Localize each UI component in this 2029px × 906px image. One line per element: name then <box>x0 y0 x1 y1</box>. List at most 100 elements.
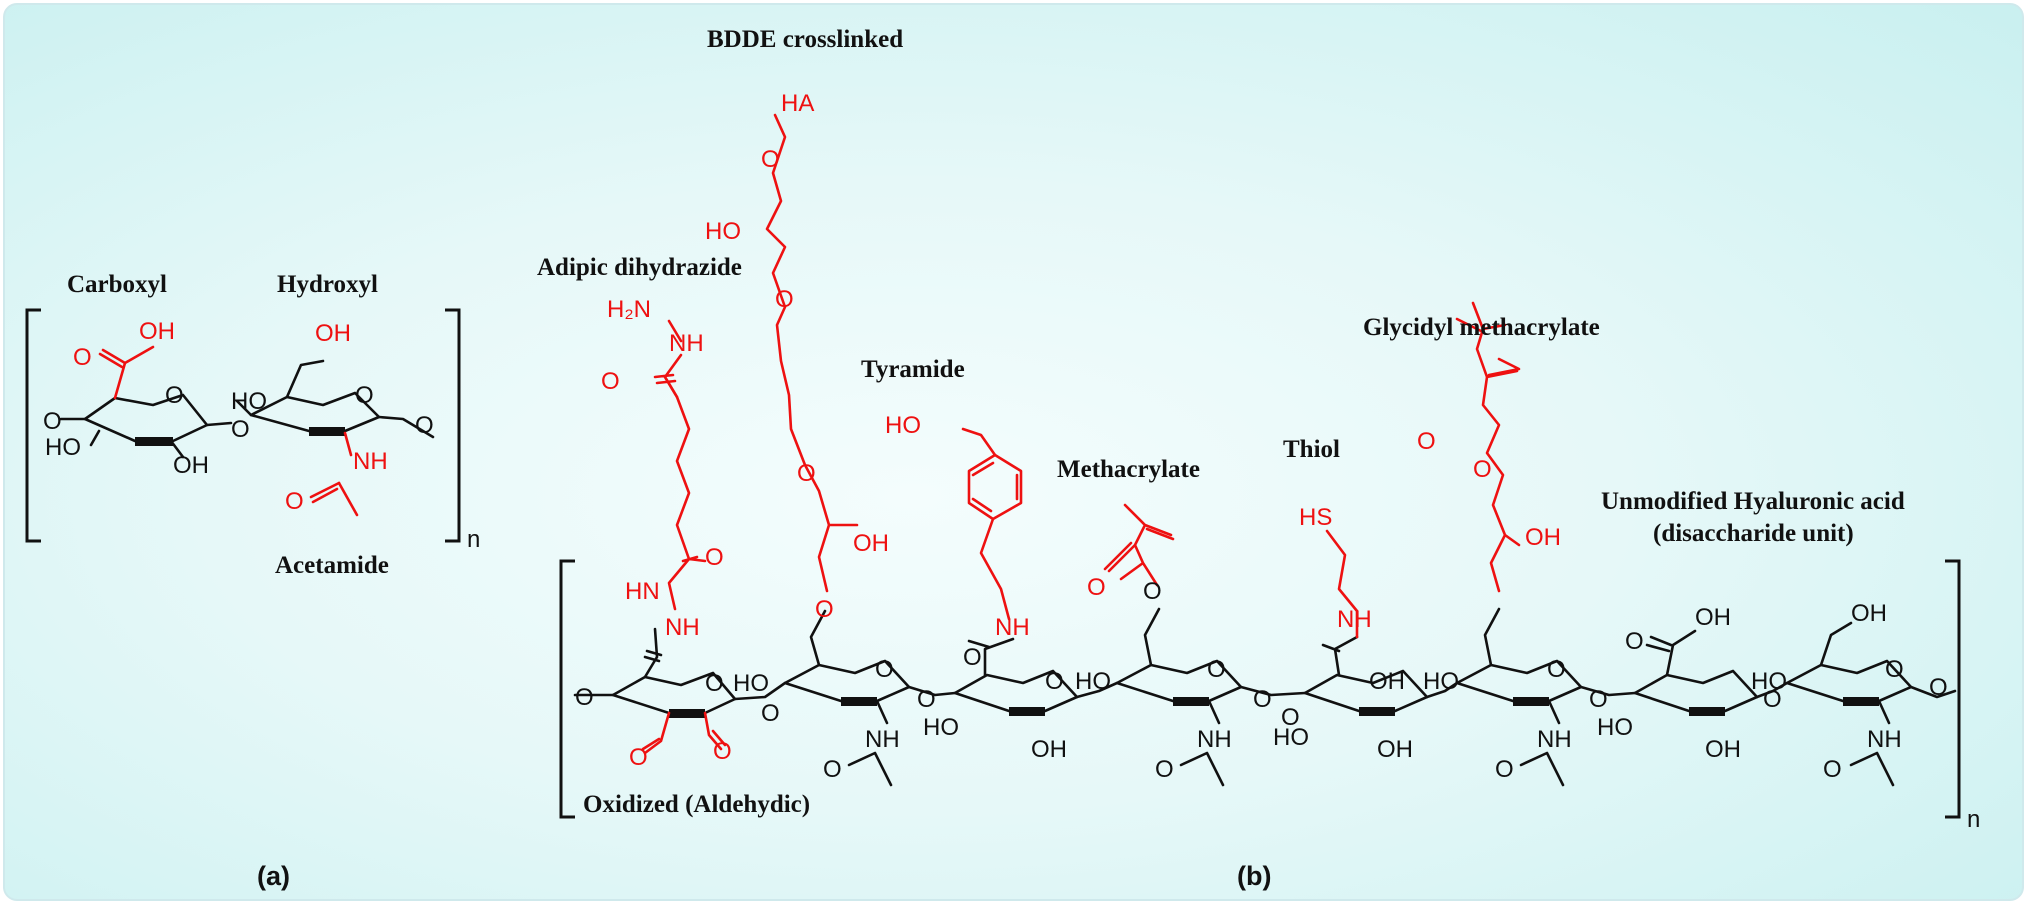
label-glycidyl-methacrylate: Glycidyl methacrylate <box>1363 314 1600 341</box>
atom-r8-oh: OH <box>1851 600 1887 627</box>
atom-bdde-o4: O <box>815 596 834 623</box>
atom-r5-o: O <box>1281 704 1300 731</box>
atom-r3-oh: OH <box>1031 736 1067 763</box>
atom-r8-end-o: O <box>1929 674 1948 701</box>
atom-ch2oh: OH <box>315 320 351 347</box>
atom-glycidyl-oh: OH <box>1525 524 1561 551</box>
label-acetamide: Acetamide <box>275 552 389 579</box>
label-adipic-dihydrazide: Adipic dihydrazide <box>537 254 742 281</box>
atom-r4-ring-o: O <box>1207 656 1226 683</box>
atom-tyramide-ho: HO <box>885 412 921 439</box>
tyramide-benzene-ring <box>967 453 1023 521</box>
panel-label-a: (a) <box>257 861 290 891</box>
atom-methacrylate-o2: O <box>1143 578 1162 605</box>
atom-link-o-left: O <box>43 408 62 435</box>
atom-r7-oh: OH <box>1695 604 1731 631</box>
atom-nh-c: NH <box>665 614 700 641</box>
atom-r5-oh: OH <box>1377 736 1413 763</box>
atom-co-b: O <box>705 544 724 571</box>
atom-r7-oh-b: OH <box>1705 736 1741 763</box>
atom-r4-ho: HO <box>1075 668 1111 695</box>
atom-r6-link-o: O <box>1589 686 1608 713</box>
label-bdde-crosslinked: BDDE crosslinked <box>707 26 903 53</box>
atom-bdde-o1: O <box>761 146 780 173</box>
atom-ox-ring-o: O <box>705 670 724 697</box>
atom-r4-link-o: O <box>1253 686 1272 713</box>
atom-hn-b: HN <box>625 578 660 605</box>
atom-r3-ring-o: O <box>1045 668 1064 695</box>
atom-r5-ho: HO <box>1273 724 1309 751</box>
atom-ring-o1: O <box>165 382 184 409</box>
atom-co-a: O <box>601 368 620 395</box>
atom-link-o-mid: O <box>231 416 250 443</box>
atom-r7-ho: HO <box>1597 714 1633 741</box>
label-methacrylate: Methacrylate <box>1057 456 1200 483</box>
atom-carbonyl-o: O <box>73 344 92 371</box>
bracket-left <box>25 308 41 543</box>
atom-r5-oh-top: OH <box>1369 668 1405 695</box>
label-thiol: Thiol <box>1283 436 1340 463</box>
repeat-subscript-b: n <box>1967 806 1980 833</box>
hyaluronic-acid-modification-diagram: OH O O HO OH O O O O HO OH NH O n Carbox… <box>25 26 1980 891</box>
panel-a-structure: OH O O HO OH O O O O HO OH NH O n <box>25 308 480 553</box>
atom-o-start: O <box>575 684 594 711</box>
atom-methacrylate-o1: O <box>1087 574 1106 601</box>
atom-r6-ring-o: O <box>1547 656 1566 683</box>
repeat-subscript-a: n <box>467 526 480 553</box>
atom-aldehyde-o2: O <box>713 738 732 765</box>
atom-r8-ring-o: O <box>1885 656 1904 683</box>
atom-r8-acetyl-o: O <box>1823 756 1842 783</box>
atom-nh: NH <box>353 448 388 475</box>
figure-frame: OH O O HO OH O O O O HO OH NH O n Carbox… <box>3 3 2024 901</box>
atom-thiol-nh: NH <box>1337 606 1372 633</box>
atom-r3-ho: HO <box>923 714 959 741</box>
atom-glycidyl-o1: O <box>1417 428 1436 455</box>
atom-r2-ho: HO <box>733 670 769 697</box>
ring-1 <box>83 393 209 443</box>
atom-nh-a: NH <box>669 330 704 357</box>
atom-r2-ring-o: O <box>875 656 894 683</box>
bracket-right <box>445 308 461 543</box>
atom-bdde-oh: OH <box>853 530 889 557</box>
atom-r4-acetyl-o: O <box>1155 756 1174 783</box>
atom-ha: HA <box>781 90 814 117</box>
atom-acetyl-o: O <box>285 488 304 515</box>
atom-oh-bottom: OH <box>173 452 209 479</box>
atom-r7-link-o: O <box>1763 686 1782 713</box>
label-hydroxyl: Hydroxyl <box>277 271 378 298</box>
bracket-left-b <box>559 559 575 819</box>
label-unmodified-ha-line1: Unmodified Hyaluronic acid <box>1601 488 1905 515</box>
atom-ring-o2: O <box>355 382 374 409</box>
atom-ho-left: HO <box>231 388 267 415</box>
atom-bdde-ho: HO <box>705 218 741 245</box>
atom-r4-nh: NH <box>1197 726 1232 753</box>
atom-h2n: H₂N <box>607 296 651 323</box>
atom-bdde-o3: O <box>797 460 816 487</box>
atom-r3-carbonyl-o: O <box>963 644 982 671</box>
atom-oh-top: OH <box>139 318 175 345</box>
atom-tyramide-nh: NH <box>995 614 1030 641</box>
atom-thiol-hs: HS <box>1299 504 1332 531</box>
label-carboxyl: Carboxyl <box>67 271 167 298</box>
atom-r6-nh: NH <box>1537 726 1572 753</box>
panel-b-structure: HA O HO O O OH O H₂N NH O O HN NH O O HO… <box>559 90 1980 833</box>
atom-bdde-o2: O <box>775 286 794 313</box>
atom-r8-nh: NH <box>1867 726 1902 753</box>
label-tyramide: Tyramide <box>861 356 965 383</box>
atom-link-o-right: O <box>415 412 434 439</box>
ring-b5 <box>1303 669 1429 713</box>
atom-r2-nh: NH <box>865 726 900 753</box>
atom-aldehyde-o1: O <box>629 744 648 771</box>
atom-r6-acetyl-o: O <box>1495 756 1514 783</box>
bracket-right-b <box>1945 559 1961 819</box>
ring-b7 <box>1633 669 1759 713</box>
atom-r2-acetyl-o: O <box>823 756 842 783</box>
atom-r7-carbonyl-o: O <box>1625 628 1644 655</box>
atom-r2-link-o: O <box>917 686 936 713</box>
label-unmodified-ha-line2: (disaccharide unit) <box>1653 520 1854 547</box>
atom-ho-bottom: HO <box>45 434 81 461</box>
label-oxidized-aldehydic: Oxidized (Aldehydic) <box>583 791 810 818</box>
atom-r8-ho: HO <box>1751 668 1787 695</box>
atom-glycidyl-o2: O <box>1473 456 1492 483</box>
atom-r6-ho: HO <box>1423 668 1459 695</box>
